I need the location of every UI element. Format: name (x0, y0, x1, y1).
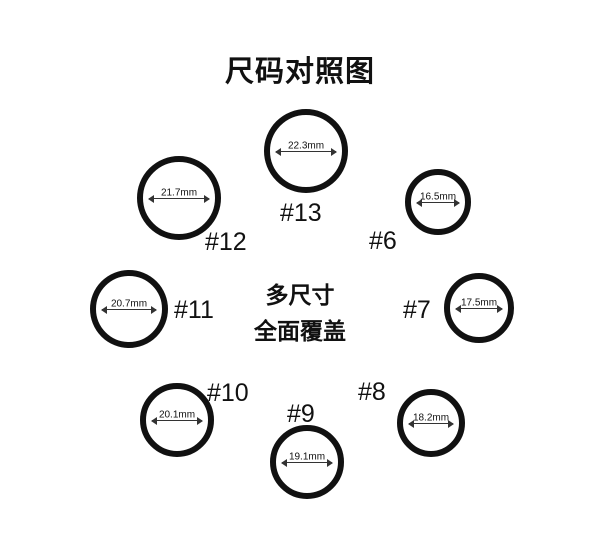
diameter-arrow (148, 195, 210, 203)
ring-diameter-12: 21.7mm (160, 187, 198, 199)
ring-size-12: 21.7mm (137, 156, 221, 240)
ring-size-8: 18.2mm (397, 389, 465, 457)
ring-diameter-8: 18.2mm (412, 412, 450, 424)
ring-size-6: 16.5mm (405, 169, 471, 235)
size-label-12: #12 (205, 228, 247, 256)
ring-diameter-7: 17.5mm (460, 297, 498, 309)
size-label-9: #9 (287, 400, 315, 428)
ring-size-9: 19.1mm (270, 425, 344, 499)
center-text-line2: 全面覆盖 (254, 319, 346, 345)
ring-diameter-10: 20.1mm (158, 409, 196, 421)
ring-diameter-9: 19.1mm (288, 451, 326, 463)
ring-diameter-6: 16.5mm (419, 191, 457, 203)
page-title: 尺码对照图 (224, 54, 375, 88)
ring-size-7: 17.5mm (444, 273, 514, 343)
diameter-arrow (281, 459, 333, 467)
ring-size-10: 20.1mm (140, 383, 214, 457)
diameter-arrow (455, 305, 503, 313)
size-label-11: #11 (174, 296, 214, 324)
ring-diameter-13: 22.3mm (287, 140, 325, 152)
diameter-arrow (416, 199, 460, 207)
center-text-line1: 多尺寸 (265, 283, 335, 309)
diameter-arrow (408, 420, 454, 428)
size-label-13: #13 (280, 199, 322, 227)
size-label-10: #10 (207, 379, 249, 407)
size-label-7: #7 (403, 296, 431, 324)
size-label-6: #6 (369, 227, 397, 255)
diameter-arrow (275, 148, 337, 156)
ring-size-13: 22.3mm (264, 109, 348, 193)
ring-diameter-11: 20.7mm (110, 298, 148, 310)
size-label-8: #8 (358, 378, 386, 406)
diameter-arrow (101, 306, 157, 314)
diameter-arrow (151, 417, 203, 425)
ring-size-11: 20.7mm (90, 270, 168, 348)
